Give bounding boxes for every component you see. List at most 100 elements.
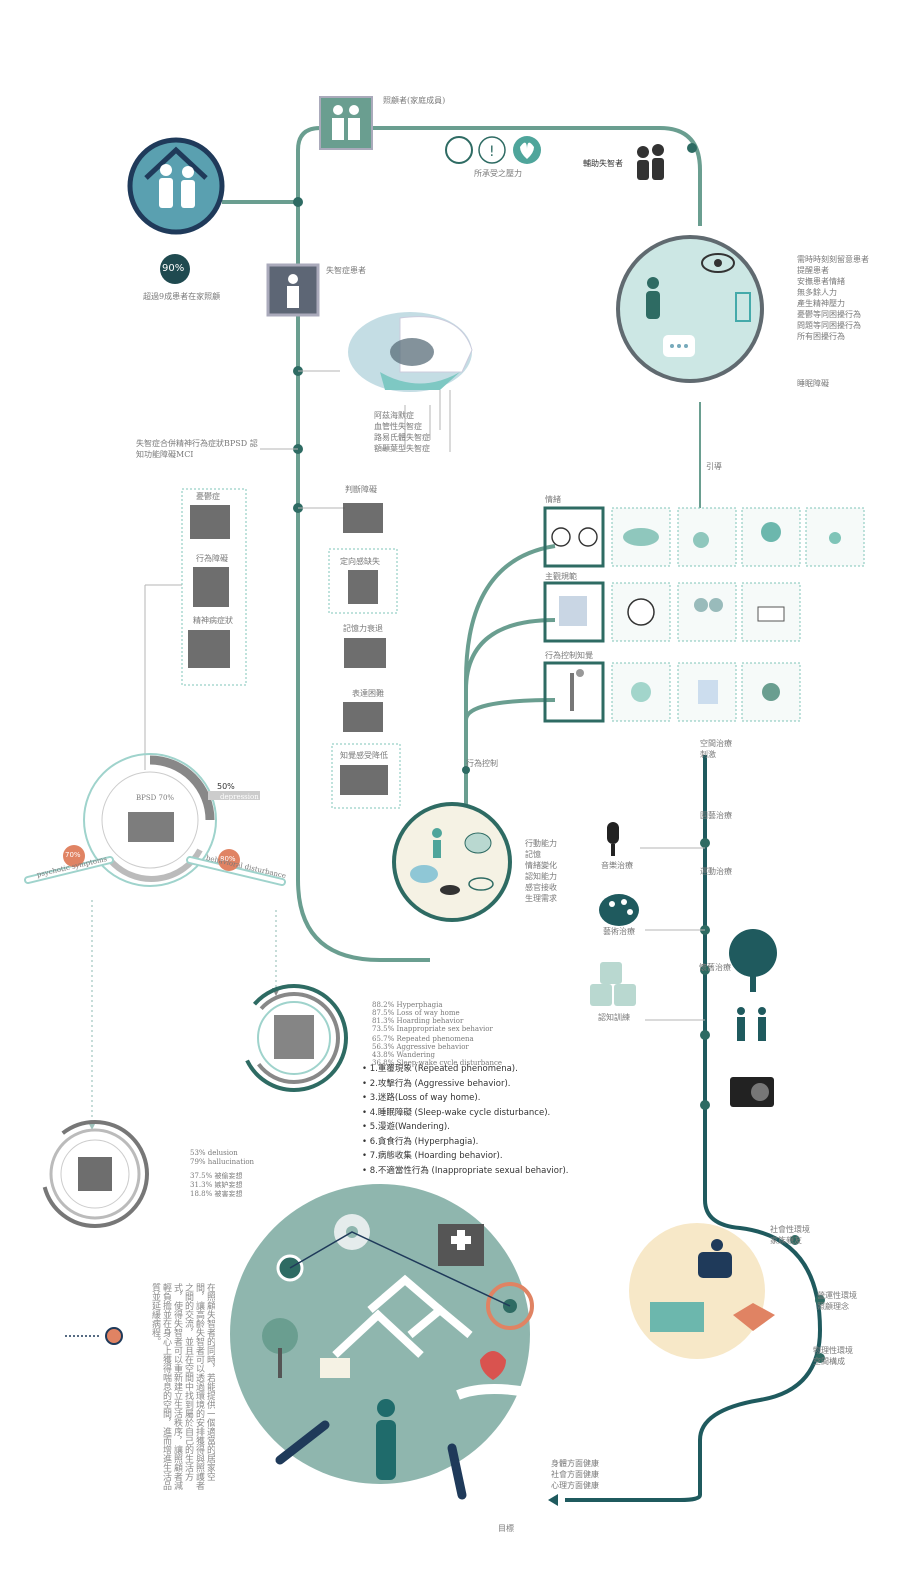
behavior-control-label: 行為控制 [466, 759, 498, 768]
radio-icon [730, 1077, 774, 1107]
health-goal: 心理方面健康 [551, 1481, 599, 1490]
stat-line: 88.2% Hyperphagia [372, 1001, 443, 1009]
depression-label: depression [220, 793, 259, 801]
hand-arm-icon [447, 1443, 467, 1500]
perception-box [331, 743, 401, 809]
therapy-garden: 園藝治療 [700, 811, 732, 820]
hand-arm-icon [275, 1420, 330, 1465]
connectors [144, 370, 705, 1021]
caregiver-task: 產生精神壓力 [797, 299, 845, 308]
seventy-percent: 70% [65, 851, 81, 859]
caregiver-burden-circle [616, 235, 764, 383]
list-item: 1.重覆現象 (Repeated phenomena). [362, 1062, 569, 1077]
stat-line: 56.3% Aggressive behavior [372, 1043, 469, 1051]
ability-icons [410, 828, 494, 895]
houses-icon [332, 1274, 473, 1358]
stat-line: 73.5% Inappropriate sex behavior [372, 1025, 493, 1033]
number-blocks-icon [590, 962, 636, 1006]
person-happy-icon [376, 1399, 396, 1480]
stat-line: 81.3% Hoarding behavior [372, 1017, 464, 1025]
environment-operation: 營運性環境 照顧理念 [817, 1291, 857, 1311]
perceived-control-label: 行為控制知覺 [545, 651, 593, 660]
dashed-arrows [91, 900, 277, 1125]
list-item: 4.睡眠障礙 (Sleep-wake cycle disturbance). [362, 1106, 569, 1121]
caregiver-task: 無多餘人力 [797, 288, 837, 297]
caregiver-task: 提醒患者 [797, 266, 829, 275]
pointer-dot [105, 1327, 123, 1345]
ability-label: 記憶 [525, 850, 541, 859]
ability-label: 感官接收 [525, 883, 557, 892]
ability-label: 情緒變化 [525, 861, 557, 870]
symptom-photos [188, 503, 388, 795]
patient-label: 失智症患者 [326, 266, 366, 275]
stat-line: 37.5% 被偷妄想 [190, 1172, 243, 1180]
list-item: 2.攻擊行為 (Aggressive behavior). [362, 1077, 569, 1092]
behavior-gauge [240, 984, 348, 1092]
behavior-list: 1.重覆現象 (Repeated phenomena). 2.攻擊行為 (Agg… [362, 1062, 569, 1178]
svg-text:!: ! [489, 144, 495, 160]
fifty-percent: 50% [217, 782, 235, 791]
door-icon [735, 292, 751, 322]
guide-label: 引導 [706, 462, 722, 471]
eighty-percent: 80% [220, 855, 236, 863]
ability-label: 認知能力 [525, 872, 557, 881]
blocks-icon [650, 1302, 704, 1332]
dementia-type: 額顳葉型失智症 [374, 444, 430, 453]
mood-label: 情緒 [545, 495, 561, 504]
abilities-circle [392, 802, 512, 922]
caregiver-label: 照顧者(家庭成員) [383, 96, 446, 105]
list-item: 5.漫遊(Wandering). [362, 1120, 569, 1135]
bpsd-percent: BPSD 70% [136, 794, 175, 802]
stress-label: 所承受之壓力 [474, 169, 522, 178]
ability-label: 生理需求 [525, 894, 557, 903]
alert-icon [478, 136, 506, 164]
symptom-label: 行為障礙 [196, 554, 228, 563]
symptom-label: 知覺感受降低 [340, 751, 388, 760]
roof-icon [144, 146, 208, 180]
caregiver-task: 問題等同困擾行為 [797, 321, 861, 330]
symptom-label: 判斷障礙 [345, 485, 377, 494]
sleep-label: 睡眠障礙 [797, 379, 829, 388]
family-icon [698, 1239, 732, 1278]
symptom-label: 憂鬱症 [196, 492, 220, 501]
dementia-type: 路易氏體失智症 [374, 433, 430, 442]
assist-elderly-icon [637, 144, 664, 180]
environment-physical: 物理性環境 空間構成 [813, 1346, 853, 1366]
therapy-cognitive: 認知訓練 [598, 1013, 630, 1022]
bpsd-lens [24, 753, 286, 887]
tile-icons [551, 522, 841, 711]
symptom-label: 精神病症狀 [193, 616, 233, 625]
brain-icon [348, 312, 473, 392]
trees-icon [262, 1318, 350, 1378]
goal-label: 目標 [498, 1524, 514, 1533]
environment-circle [629, 1223, 765, 1359]
ability-label: 行動能力 [525, 839, 557, 848]
therapy-space: 空間治療 刺激 [700, 739, 732, 759]
stat-line: 31.3% 嫉妒妄想 [190, 1181, 243, 1189]
caregiver-task: 所有困擾行為 [797, 332, 845, 341]
elderly-couple-icon [159, 164, 195, 208]
eighty-badge [218, 849, 240, 871]
disorientation-box [328, 548, 398, 614]
therapy-art: 藝術治療 [603, 927, 635, 936]
microphone-icon [607, 822, 619, 856]
palette-icon [599, 894, 639, 926]
symptom-label: 表達困難 [352, 689, 384, 698]
eye-icon [701, 253, 735, 273]
home-icon [127, 137, 225, 235]
flow-lines [222, 126, 702, 962]
therapy-sport: 運動治療 [700, 867, 732, 876]
list-item: 7.病態收集 (Hoarding behavior). [362, 1149, 569, 1164]
stat-line: 79% hallucination [190, 1158, 255, 1166]
list-item: 8.不適當性行為 (Inappropriate sexual behavior)… [362, 1164, 569, 1179]
health-goal: 身體方面健康 [551, 1459, 599, 1468]
seventy-badge [63, 845, 85, 867]
symptom-box-left [181, 488, 247, 686]
environment-social: 社會性環境 家族親友 [770, 1225, 810, 1245]
caregiver-task: 安撫患者情緒 [797, 277, 845, 286]
stress-face-icon [445, 136, 473, 164]
hospital-icon [438, 1224, 484, 1266]
stat-line: 65.7% Repeated phenomena [372, 1035, 474, 1043]
ninety-caption: 超過9成患者在家照顧 [143, 292, 221, 301]
